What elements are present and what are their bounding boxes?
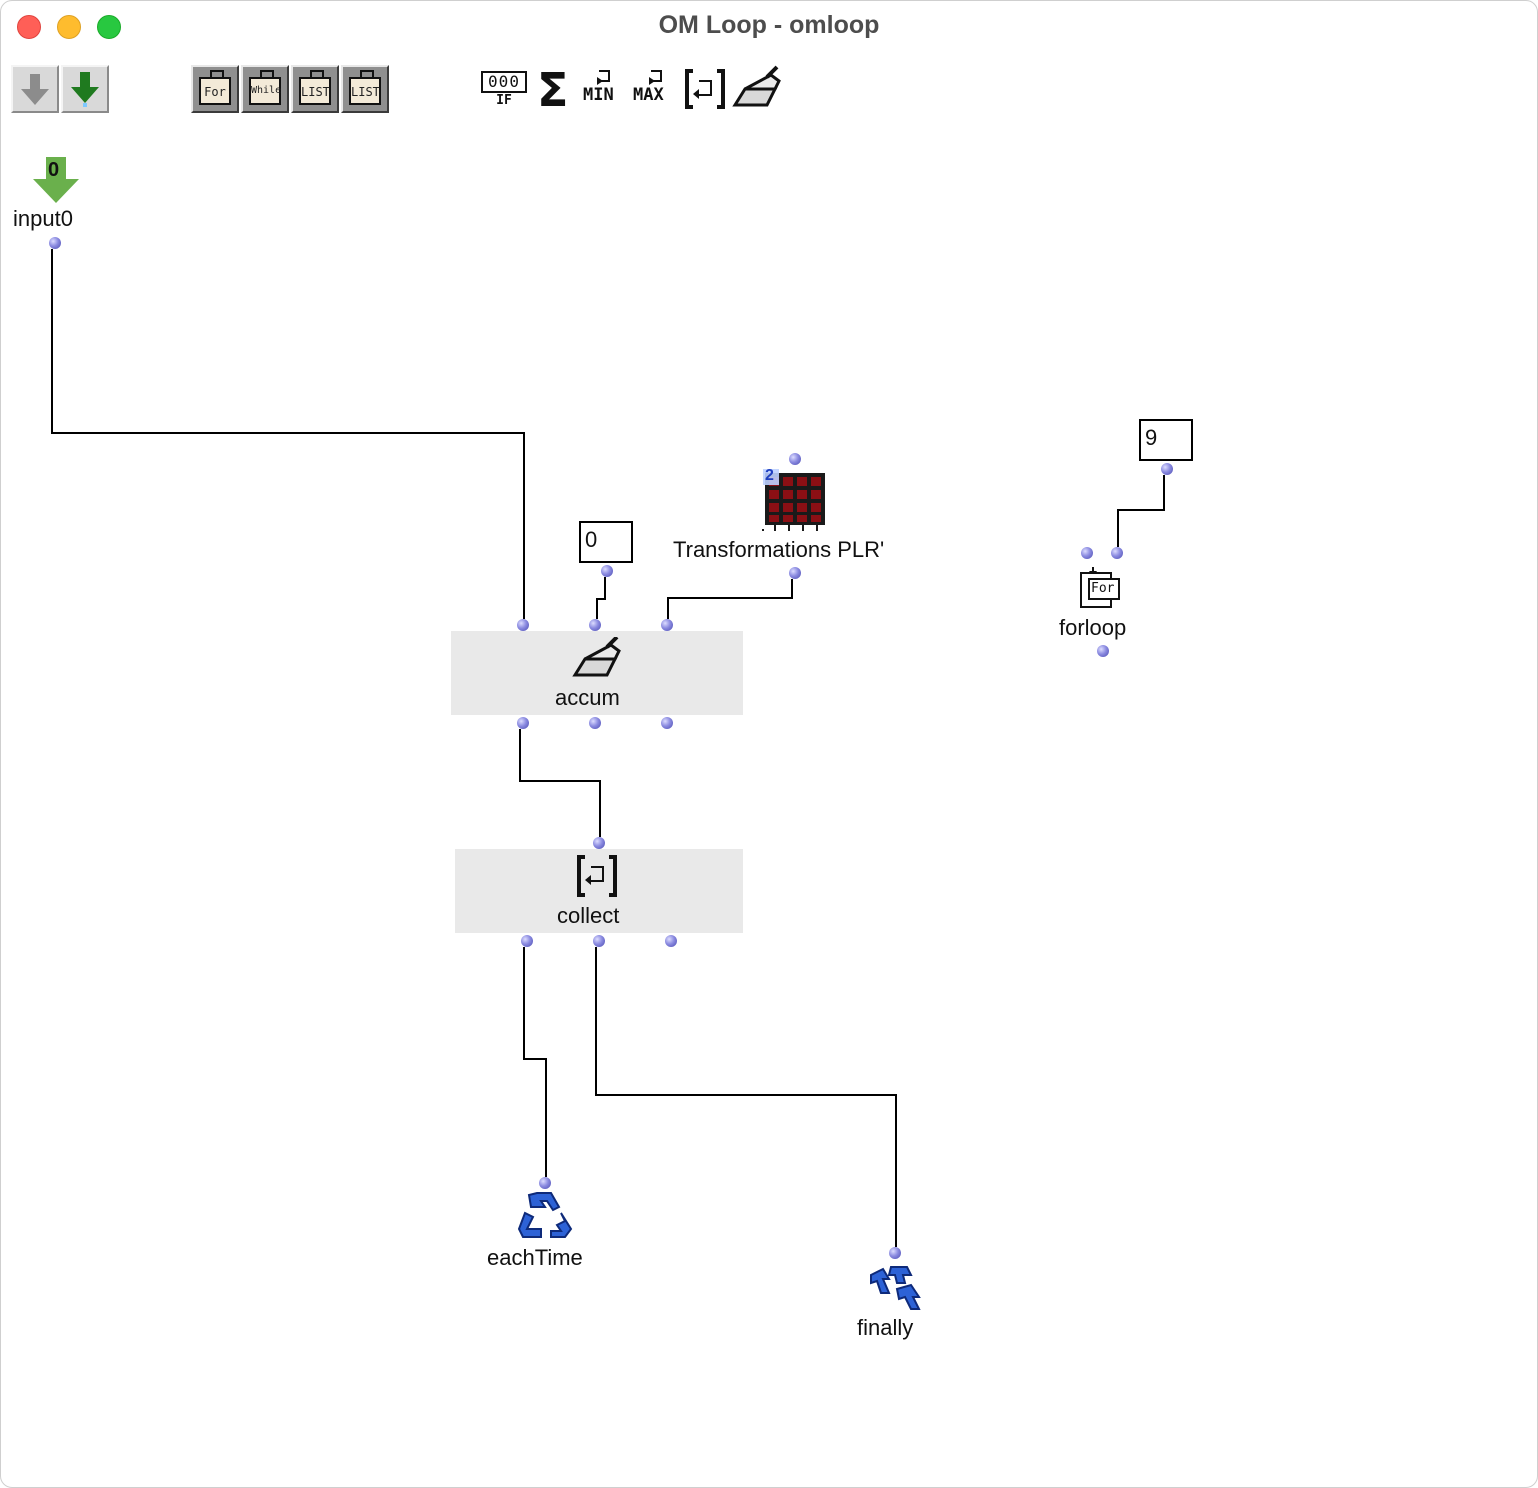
accum-outlet-2[interactable] bbox=[589, 717, 601, 729]
minimize-button[interactable] bbox=[57, 15, 81, 39]
input0-arrow-icon[interactable] bbox=[33, 157, 79, 205]
accum-outlet-1[interactable] bbox=[517, 717, 529, 729]
list-icon-2: LIST bbox=[349, 77, 381, 105]
sigma-icon: Σ bbox=[537, 63, 569, 117]
collect-inlet[interactable] bbox=[593, 837, 605, 849]
transformations-inlet[interactable] bbox=[789, 453, 801, 465]
for-loop-button[interactable]: For bbox=[191, 65, 239, 113]
forloop-icon-text: For bbox=[1091, 581, 1115, 596]
wire-accum-collect bbox=[519, 729, 601, 837]
forloop-inlet-1[interactable] bbox=[1081, 547, 1093, 559]
max-label: MAX bbox=[633, 85, 664, 105]
collect-label: collect bbox=[557, 903, 620, 928]
accum-button[interactable] bbox=[731, 65, 783, 115]
value-box-0[interactable]: 0 bbox=[579, 521, 633, 563]
green-down-arrow-icon bbox=[71, 72, 99, 107]
while-loop-button[interactable]: While bbox=[241, 65, 289, 113]
if-label: IF bbox=[496, 93, 512, 108]
transformations-badge: 2 bbox=[765, 467, 774, 484]
collect-bracket-icon bbox=[685, 69, 725, 109]
wire-transformations-accum bbox=[667, 579, 793, 619]
finally-inlet[interactable] bbox=[889, 1247, 901, 1259]
collect-bracket-icon bbox=[577, 855, 617, 897]
list-icon: LIST bbox=[299, 77, 331, 105]
transformations-grid-icon[interactable] bbox=[761, 469, 829, 531]
transformations-outlet[interactable] bbox=[789, 567, 801, 579]
dustpan-icon bbox=[732, 65, 781, 107]
wire-input0-accum bbox=[51, 249, 525, 619]
collect-outlet-3[interactable] bbox=[665, 935, 677, 947]
input0-index: 0 bbox=[48, 159, 60, 181]
collect-box[interactable]: collect bbox=[455, 849, 743, 933]
forloop-box[interactable]: For bbox=[1079, 563, 1123, 609]
input0-label: input0 bbox=[13, 206, 73, 231]
close-button[interactable] bbox=[17, 15, 41, 39]
finally-arrows-icon[interactable] bbox=[867, 1263, 923, 1313]
finally-label: finally bbox=[857, 1315, 914, 1340]
zoom-button[interactable] bbox=[97, 15, 121, 39]
transformations-label: Transformations PLR' bbox=[673, 537, 885, 562]
loop-tab-icon bbox=[210, 70, 224, 80]
loop-tab-icon bbox=[260, 70, 274, 80]
accum-inlet-3[interactable] bbox=[661, 619, 673, 631]
value-box-9-outlet[interactable] bbox=[1161, 463, 1173, 475]
list-loop-button-2[interactable]: LIST bbox=[341, 65, 389, 113]
value-box-9[interactable]: 9 bbox=[1139, 419, 1193, 461]
loop-tab-icon bbox=[360, 70, 374, 80]
collect-button[interactable] bbox=[683, 65, 727, 115]
for-icon: For bbox=[199, 77, 231, 105]
gray-down-arrow-icon bbox=[21, 74, 49, 105]
recycle-icon[interactable] bbox=[517, 1191, 573, 1241]
eachtime-label: eachTime bbox=[487, 1245, 583, 1270]
wire-value9-forloop bbox=[1117, 475, 1165, 547]
min-label: MIN bbox=[583, 85, 614, 105]
add-input-button[interactable] bbox=[11, 65, 59, 113]
list-loop-button[interactable]: LIST bbox=[291, 65, 339, 113]
collect-outlet-2[interactable] bbox=[593, 935, 605, 947]
wire-collect-eachtime bbox=[523, 947, 547, 1177]
if-digits-icon: 000 bbox=[481, 71, 527, 93]
accum-inlet-2[interactable] bbox=[589, 619, 601, 631]
min-button[interactable]: MIN bbox=[583, 65, 627, 115]
add-output-button[interactable] bbox=[61, 65, 109, 113]
min-arrow-icon bbox=[597, 70, 610, 85]
input0-outlet[interactable] bbox=[49, 237, 61, 249]
wire-value0-accum bbox=[596, 577, 606, 619]
collect-outlet-1[interactable] bbox=[521, 935, 533, 947]
loop-tab-icon bbox=[310, 70, 324, 80]
title-bar: OM Loop - omloop bbox=[1, 1, 1537, 53]
window-title: OM Loop - omloop bbox=[658, 11, 880, 39]
accum-label: accum bbox=[555, 685, 620, 710]
max-arrow-icon bbox=[649, 70, 662, 85]
accum-outlet-3[interactable] bbox=[661, 717, 673, 729]
dustpan-icon bbox=[572, 637, 621, 677]
wire-collect-finally bbox=[595, 947, 897, 1247]
eachtime-inlet[interactable] bbox=[539, 1177, 551, 1189]
if-button[interactable]: 000 IF bbox=[481, 65, 531, 115]
forloop-inlet-2[interactable] bbox=[1111, 547, 1123, 559]
sum-button[interactable]: Σ bbox=[535, 63, 575, 117]
forloop-label: forloop bbox=[1059, 615, 1127, 640]
forloop-outlet[interactable] bbox=[1097, 645, 1109, 657]
accum-box[interactable]: accum bbox=[451, 631, 743, 715]
max-button[interactable]: MAX bbox=[633, 65, 679, 115]
accum-inlet-1[interactable] bbox=[517, 619, 529, 631]
while-icon: While bbox=[249, 77, 281, 105]
for-loop-icon bbox=[1080, 567, 1120, 608]
value-box-0-outlet[interactable] bbox=[601, 565, 613, 577]
